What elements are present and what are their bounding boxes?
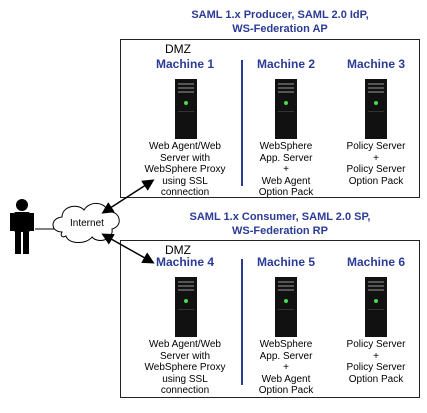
machine-4-desc: Web Agent/Web Server with WebSphere Prox… bbox=[144, 339, 226, 396]
server-icon bbox=[175, 79, 197, 139]
cloud-label: Internet bbox=[70, 218, 104, 229]
machine-6-label: Machine 6 bbox=[346, 255, 406, 269]
producer-dmz-label: DMZ bbox=[165, 42, 191, 56]
consumer-title: SAML 1.x Consumer, SAML 2.0 SP, WS-Feder… bbox=[120, 210, 427, 238]
server-icon bbox=[275, 277, 297, 337]
user-icon bbox=[10, 199, 34, 254]
consumer-title-line2: WS-Federation RP bbox=[232, 225, 328, 237]
server-icon bbox=[275, 79, 297, 139]
machine-5-desc: WebSphere App. Server + Web Agent Option… bbox=[258, 339, 314, 396]
consumer-dmz-label: DMZ bbox=[165, 243, 191, 257]
machine-2-label: Machine 2 bbox=[256, 57, 316, 71]
server-icon bbox=[175, 277, 197, 337]
machine-3-label: Machine 3 bbox=[346, 57, 406, 71]
machine-1-desc: Web Agent/Web Server with WebSphere Prox… bbox=[144, 141, 226, 198]
server-icon bbox=[365, 79, 387, 139]
machine-3-desc: Policy Server + Policy Server Option Pac… bbox=[346, 141, 406, 187]
producer-title-line1: SAML 1.x Producer, SAML 2.0 IdP, bbox=[191, 9, 369, 21]
consumer-title-line1: SAML 1.x Consumer, SAML 2.0 SP, bbox=[189, 211, 371, 223]
arrow-to-producer bbox=[101, 179, 155, 214]
arrow-to-consumer bbox=[101, 233, 155, 264]
machine-5-label: Machine 5 bbox=[256, 255, 316, 269]
consumer-separator bbox=[241, 259, 243, 385]
consumer-box: DMZ Machine 4 Machine 5 Machine 6 Web Ag… bbox=[120, 240, 420, 398]
machine-1-label: Machine 1 bbox=[155, 57, 215, 71]
machine-6-desc: Policy Server + Policy Server Option Pac… bbox=[346, 339, 406, 385]
producer-separator bbox=[241, 60, 243, 186]
producer-title: SAML 1.x Producer, SAML 2.0 IdP, WS-Fede… bbox=[120, 8, 427, 36]
producer-title-line2: WS-Federation AP bbox=[232, 23, 328, 35]
machine-4-label: Machine 4 bbox=[155, 255, 215, 269]
server-icon bbox=[365, 277, 387, 337]
machine-2-desc: WebSphere App. Server + Web Agent Option… bbox=[258, 141, 314, 198]
producer-box: DMZ Machine 1 Machine 2 Machine 3 Web Ag… bbox=[120, 39, 420, 198]
